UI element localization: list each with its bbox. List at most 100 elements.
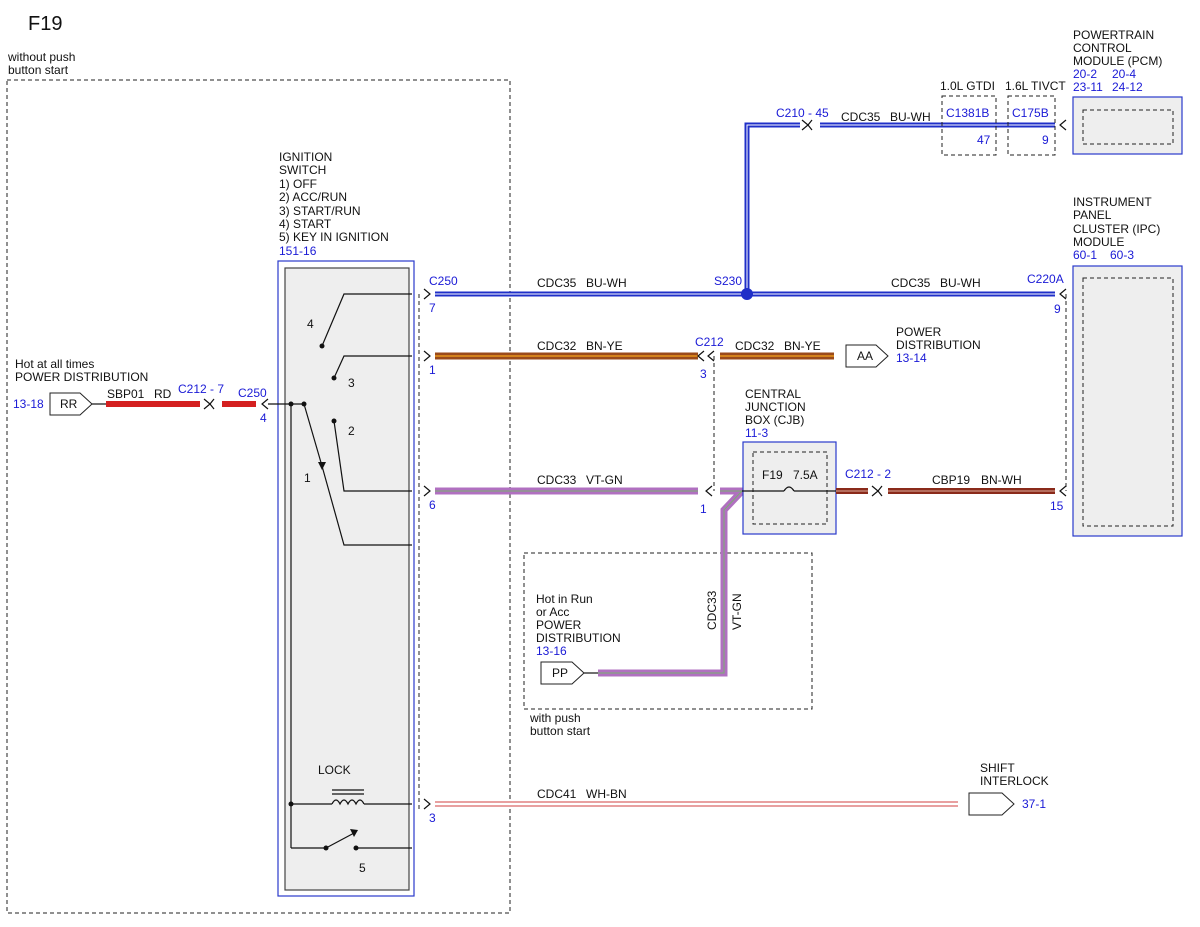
s230-label: S230: [714, 274, 742, 288]
pcm-title-3: MODULE (PCM): [1073, 54, 1162, 68]
pcm-variant-b: 1.6L TIVCT: [1005, 79, 1066, 93]
pcm-connector-b: C175B: [1012, 106, 1049, 120]
pp-line-2: or Acc: [536, 605, 569, 619]
cjb-title-1: CENTRAL: [745, 387, 801, 401]
ignition-ref: 151-16: [279, 244, 317, 258]
cdc41-color: WH-BN: [586, 787, 627, 801]
shift-tag-box: [968, 792, 1015, 816]
contact-1: 1: [304, 471, 311, 485]
rr-line-1: Hot at all times: [15, 357, 94, 371]
c212-2-label: C212 - 2: [845, 467, 891, 481]
sbp01-circuit: SBP01: [107, 387, 145, 401]
rr-source: Hot at all times POWER DISTRIBUTION 13-1…: [13, 357, 148, 416]
c212-pin-1: 1: [700, 502, 707, 516]
wire-cdc33: [435, 487, 751, 677]
rr-tag: RR: [60, 397, 78, 411]
ipc-module: INSTRUMENT PANEL CLUSTER (IPC) MODULE 60…: [1027, 195, 1183, 537]
cbp19-color: BN-WH: [981, 473, 1022, 487]
wire-cdc35: [435, 122, 1055, 300]
cdc32-circuit-a: CDC32: [537, 339, 577, 353]
aa-line-1: POWER: [896, 325, 942, 339]
ipc-pin-15: 15: [1050, 499, 1064, 513]
contact-2: 2: [348, 424, 355, 438]
cjb-ref: 11-3: [745, 426, 768, 440]
cdc33-color-a: VT-GN: [586, 473, 623, 487]
with-push-label-1: with push: [529, 711, 581, 725]
pp-tag-box: [540, 661, 585, 685]
c250-pin-7: 7: [429, 301, 436, 315]
ignition-title-line-4: 2) ACC/RUN: [279, 190, 347, 204]
ignition-title-line-5: 3) START/RUN: [279, 204, 361, 218]
ipc-title-4: MODULE: [1073, 235, 1124, 249]
ipc-ref-2: 60-3: [1110, 248, 1134, 262]
ignition-title-line-1: IGNITION: [279, 150, 332, 164]
cdc32-color-b: BN-YE: [784, 339, 821, 353]
pp-line-3: POWER: [536, 618, 582, 632]
page-title: F19: [28, 13, 62, 35]
c212-7-label: C212 - 7: [178, 382, 224, 396]
pcm-ref-3: 23-11: [1073, 80, 1103, 94]
ignition-title-line-6: 4) START: [279, 217, 332, 231]
cdc35-circuit-a: CDC35: [537, 276, 577, 290]
pp-line-4: DISTRIBUTION: [536, 631, 621, 645]
ipc-title-3: CLUSTER (IPC): [1073, 222, 1160, 236]
c250-pin-4: 4: [260, 411, 267, 425]
c250-pin-3: 3: [429, 811, 436, 825]
cjb-fuse: F19: [762, 468, 783, 482]
cdc33-circuit-a: CDC33: [537, 473, 577, 487]
aa-ref: 13-14: [896, 351, 927, 365]
without-push-label-2: button start: [8, 63, 69, 77]
with-push-start-region: [523, 552, 813, 710]
cdc35-color-a: BU-WH: [586, 276, 627, 290]
ignition-title-line-7: 5) KEY IN IGNITION: [279, 230, 389, 244]
c210-45-label: C210 - 45: [776, 106, 829, 120]
ignition-title-line-3: 1) OFF: [279, 177, 317, 191]
shift-line-2: INTERLOCK: [980, 774, 1049, 788]
cdc33-color-b: VT-GN: [730, 593, 744, 630]
cdc35-circuit-c: CDC35: [841, 110, 881, 124]
cdc35-circuit-b: CDC35: [891, 276, 931, 290]
shift-ref: 37-1: [1022, 797, 1046, 811]
ipc-connector: C220A: [1027, 272, 1064, 286]
cjb-rating: 7.5A: [793, 468, 818, 482]
shift-line-1: SHIFT: [980, 761, 1015, 775]
c250-label-left: C250: [238, 386, 267, 400]
pcm-title-2: CONTROL: [1073, 41, 1132, 55]
without-push-start-region: [6, 79, 511, 914]
contact-5: 5: [359, 861, 366, 875]
cdc32-color-a: BN-YE: [586, 339, 623, 353]
pp-tag: PP: [552, 666, 568, 680]
cdc35-color-c: BU-WH: [890, 110, 931, 124]
c250-pin-1: 1: [429, 363, 436, 377]
pcm-ref-2: 20-4: [1112, 67, 1136, 81]
cdc33-circuit-b: CDC33: [705, 590, 719, 630]
aa-line-2: DISTRIBUTION: [896, 338, 981, 352]
rr-line-2: POWER DISTRIBUTION: [15, 370, 148, 384]
shift-interlock: SHIFT INTERLOCK 37-1: [968, 761, 1049, 816]
pcm-ref-1: 20-2: [1073, 67, 1097, 81]
pp-ref: 13-16: [536, 644, 567, 658]
contact-4: 4: [307, 317, 314, 331]
pcm-module: POWERTRAIN CONTROL MODULE (PCM) 20-2 20-…: [940, 28, 1183, 156]
ignition-title-line-2: SWITCH: [279, 163, 326, 177]
pcm-variant-a: 1.0L GTDI: [940, 79, 995, 93]
pcm-pin-b: 9: [1042, 133, 1049, 147]
cjb-box: CENTRAL JUNCTION BOX (CJB) 11-3 F19 7.5A: [742, 387, 837, 535]
aa-tag: AA: [857, 349, 873, 363]
pcm-connector-a: C1381B: [946, 106, 989, 120]
aa-tag-box: [845, 344, 889, 368]
pcm-ref-4: 24-12: [1112, 80, 1143, 94]
cjb-title-3: BOX (CJB): [745, 413, 804, 427]
ipc-title-1: INSTRUMENT: [1073, 195, 1152, 209]
rr-tag-box: [49, 392, 93, 416]
cjb-title-2: JUNCTION: [745, 400, 806, 414]
ipc-ref-1: 60-1: [1073, 248, 1097, 262]
c212-label: C212: [695, 335, 724, 349]
ipc-pin-9: 9: [1054, 302, 1061, 316]
pp-source: Hot in Run or Acc POWER DISTRIBUTION 13-…: [536, 592, 621, 685]
cdc32-circuit-b: CDC32: [735, 339, 775, 353]
pp-line-1: Hot in Run: [536, 592, 593, 606]
lock-label: LOCK: [318, 763, 351, 777]
cdc35-color-b: BU-WH: [940, 276, 981, 290]
